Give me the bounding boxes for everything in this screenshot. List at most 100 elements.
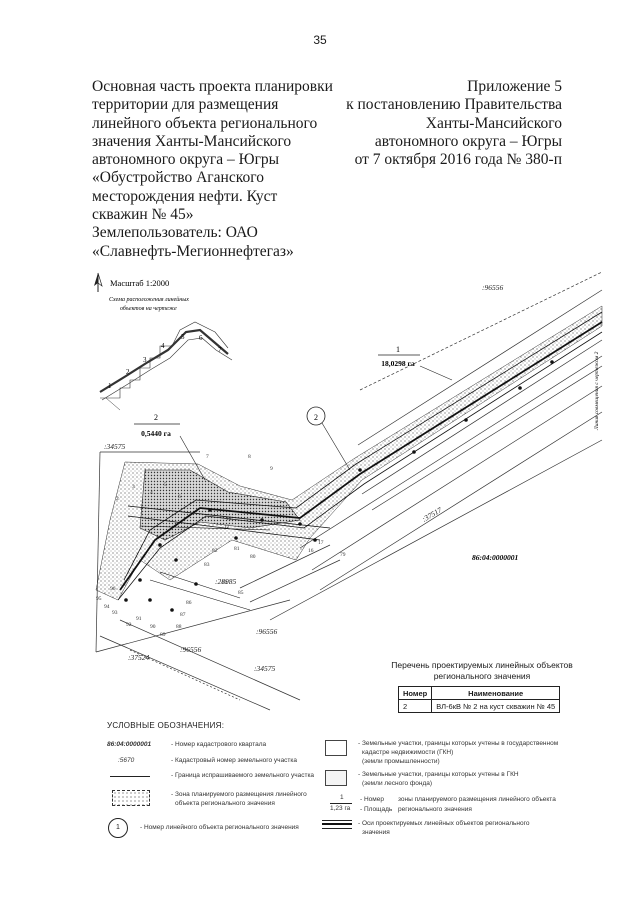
inset-scheme [99, 321, 233, 411]
zone-2-label: 2 0,5440 га [134, 413, 206, 481]
legend-num-desc: зоны планируемого размещения линейного о… [398, 796, 556, 803]
appendix-line: к постановлению Правительства [346, 96, 562, 114]
north-arrow-icon [94, 272, 103, 292]
point-label: 5 [164, 482, 167, 488]
inset-label: 5 [181, 333, 185, 341]
inset-label: 6 [199, 334, 203, 342]
legend-gkn-text: (земли промышленности) [362, 758, 440, 765]
point-label: 91 [136, 616, 142, 622]
legend-gkn-text: кадастре недвижимости (ГКН) [362, 749, 454, 756]
parcel-number: :96556 [482, 283, 503, 292]
point-label: 3 [132, 484, 135, 490]
project-title-line: месторождения нефти. Куст [92, 187, 278, 205]
legend-zone-text: объекта регионального значения [175, 800, 275, 807]
point-label: 85 [238, 590, 244, 596]
cadastral-quarter: 86:04:0000001 [472, 553, 518, 562]
parcel-boundaries [95, 271, 603, 711]
appendix-line: Ханты-Мансийского [425, 114, 562, 132]
zone-number: 1 [396, 345, 400, 354]
column-header: Наименование [431, 686, 561, 700]
legend-title: УСЛОВНЫЕ ОБОЗНАЧЕНИЯ: [107, 721, 225, 730]
point-labels: 1 2 3 4 5 6 7 8 9 12 16 17 13 79 80 81 8… [96, 454, 346, 638]
zone-pattern-icon [112, 790, 150, 806]
point-label: 4 [150, 490, 153, 496]
scheme-title: Схема расположения линейных [109, 296, 189, 303]
inset-label: 4 [161, 342, 165, 350]
legend-object-text: - Номер линейного объекта регионального … [140, 824, 299, 831]
project-title-line: «Обустройство Аганского [92, 169, 264, 187]
parcel-number: :37517 [421, 505, 444, 524]
project-title-line: автономного округа – Югры [92, 151, 280, 169]
zone-1-label: 1 18,0298 га [378, 345, 453, 381]
point-label: 93 [112, 610, 118, 616]
zone-area: 18,0298 га [381, 359, 415, 368]
point-label: 90 [150, 624, 156, 630]
column-header: Номер [397, 686, 433, 700]
objects-list-title: Перечень проектируемых линейных объектов… [382, 660, 582, 682]
project-title-line: значения Ханты-Мансийского [92, 132, 292, 150]
legend-zone-text: - Зона планируемого размещения линейного [171, 791, 307, 798]
project-title-line: территории для размещения [92, 96, 279, 114]
table-header-row: Номер Наименование [397, 686, 561, 700]
fraction-line-icon [330, 803, 352, 804]
inset-label: 2 [126, 368, 130, 376]
project-title-line: Землепользователь: ОАО [92, 224, 258, 242]
parcel-number: :34575 [104, 442, 125, 451]
parcel-number: :37524 [128, 653, 149, 662]
project-title-line: «Славнефть-Мегионнефтегаз» [92, 242, 294, 260]
legend-forest-text: (земли лесного фонда) [362, 780, 433, 787]
legend-gkn-text: - Земельные участки, границы которых учт… [358, 740, 559, 747]
object-number: 2 [314, 413, 318, 422]
page-number: 35 [313, 33, 327, 47]
table-cell: 2 [397, 699, 433, 713]
table-row: 2 ВЛ-6кВ № 2 на куст скважин № 45 [397, 699, 561, 713]
legend-num-sample: 1 [340, 794, 344, 801]
zone-number: 2 [154, 413, 158, 422]
point-label: 9 [270, 466, 273, 472]
legend-parcel-sample: :5670 [118, 757, 135, 764]
industry-parcel-icon [325, 740, 347, 756]
point-label: 12 [224, 524, 230, 530]
point-label: 96 [110, 586, 116, 592]
objects-list-title-line: Перечень проектируемых линейных объектов [391, 660, 573, 670]
forest-parcel-icon [325, 770, 347, 786]
project-title: Основная часть проекта планировки террит… [92, 78, 333, 261]
appendix-line: от 7 октября 2016 года № 380-п [354, 151, 562, 169]
point-label: 89 [160, 632, 166, 638]
table-cell: ВЛ-6кВ № 2 на куст скважин № 45 [431, 699, 561, 713]
point-label: 7 [206, 454, 209, 460]
point-label: 16 [308, 548, 314, 554]
legend-area-desc: регионального значения [398, 806, 472, 813]
legend-area-text: - Площадь [360, 806, 393, 813]
point-label: 17 [318, 540, 324, 546]
point-label: 81 [234, 546, 240, 552]
line-axis [117, 311, 603, 611]
axis-line-icon [322, 820, 352, 829]
map-scale: Масштаб 1:2000 [110, 278, 169, 288]
point-label: 92 [126, 622, 132, 628]
project-title-line: скважин № 45» [92, 206, 194, 224]
point-label: 82 [212, 548, 218, 554]
point-label: 2 [116, 496, 119, 502]
appendix-line: автономного округа – Югры [374, 132, 562, 150]
legend-axis-text: - Оси проектируемых линейных объектов ре… [358, 820, 530, 827]
legend-axis-text: значения [362, 829, 390, 836]
legend-quarter-sample: 86:04:0000001 [107, 741, 152, 748]
point-label: 6 [178, 494, 181, 500]
placement-zone [95, 305, 603, 601]
zone-area: 0,5440 га [141, 429, 171, 438]
objects-table: Номер Наименование 2 ВЛ-6кВ № 2 на куст … [397, 686, 561, 713]
point-label: 80 [250, 554, 256, 560]
legend-area-sample: 1,23 га [330, 805, 351, 812]
alignment-note: Линия совмещения с чертежом 2 [594, 351, 600, 431]
project-title-line: Основная часть проекта планировки [92, 78, 333, 95]
point-label: 87 [180, 612, 186, 618]
point-label: 83 [204, 562, 210, 568]
appendix-line: Приложение 5 [467, 78, 562, 95]
parcel-number: :96556 [180, 645, 201, 654]
legend-quarter-text: - Номер кадастрового квартала [171, 741, 267, 748]
survey-points [124, 360, 554, 612]
point-label: 88 [176, 624, 182, 630]
scheme-title: объектов на чертеже [120, 305, 177, 312]
inset-label: 1 [108, 382, 112, 390]
